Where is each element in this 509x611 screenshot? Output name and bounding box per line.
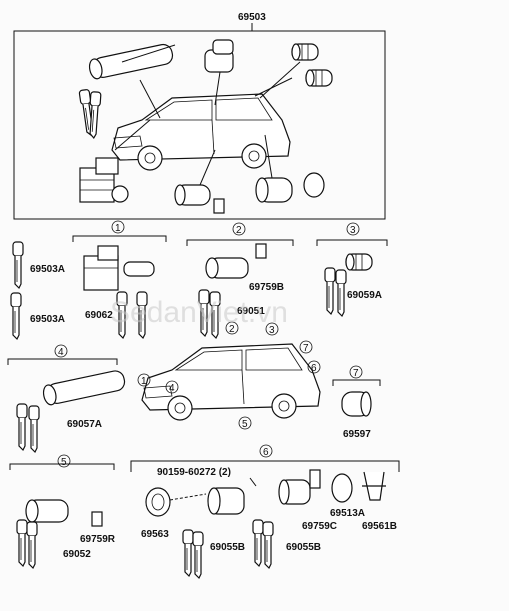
key-icon (182, 529, 194, 577)
part-label-90159-60272: 90159-60272 (2) (157, 467, 231, 478)
callout-number: 7 (353, 368, 359, 379)
key-icon (262, 521, 274, 569)
rear-lock-cylinder (25, 499, 69, 523)
callout-number: 4 (169, 383, 175, 394)
glove-box-cylinder (345, 253, 373, 271)
lock-cylinder (341, 391, 372, 417)
clip (309, 469, 321, 489)
key-icon (252, 519, 264, 567)
callout-2 (232, 222, 246, 236)
part-label-69057A: 69057A (67, 419, 102, 430)
callout-number: 6 (311, 363, 317, 374)
door-cylinder (205, 257, 249, 279)
ignition-switch (79, 157, 129, 203)
part-label-69051: 69051 (237, 306, 265, 317)
bracket (130, 460, 400, 472)
callout-6 (307, 360, 321, 374)
callout-number: 7 (303, 343, 309, 354)
part-label-69759B: 69759B (249, 282, 284, 293)
callout-7 (349, 365, 363, 379)
ignition-switch (83, 245, 155, 291)
callout-7 (299, 340, 313, 354)
part-label-69062: 69062 (85, 310, 113, 321)
door-handle-cylinder (145, 487, 171, 517)
lock-retainer (362, 471, 386, 501)
callout-3 (265, 322, 279, 336)
clip (91, 511, 103, 527)
part-label-69055B: 69055B (286, 542, 321, 553)
callout-4 (54, 344, 68, 358)
part-label-69561B: 69561B (362, 521, 397, 532)
bracket (7, 358, 118, 365)
retainer-ring (303, 172, 325, 198)
part-label-69055B: 69055B (210, 542, 245, 553)
callout-number: 3 (269, 325, 275, 336)
callout-number: 4 (58, 347, 64, 358)
part-label-69503A: 69503A (30, 314, 65, 325)
callout-number: 1 (115, 223, 121, 234)
retainer-ring (331, 473, 353, 503)
key-icon (28, 405, 40, 453)
key-icon (192, 531, 204, 579)
watermark: SedanViet.vn (110, 296, 288, 329)
callout-number: 6 (263, 447, 269, 458)
part-label-69052: 69052 (63, 549, 91, 560)
bracket (186, 239, 294, 246)
key-icon (16, 519, 28, 567)
part-label-69759C: 69759C (302, 521, 337, 532)
callout-number: 1 (141, 376, 147, 387)
callout-1 (137, 373, 151, 387)
key-icon (10, 292, 22, 340)
callout-number: 2 (229, 324, 235, 335)
tailgate-cylinder (42, 370, 126, 406)
callout-number: 3 (350, 225, 356, 236)
callout-5 (238, 416, 252, 430)
door-cylinder (207, 487, 245, 515)
callout-number: 5 (242, 419, 248, 430)
bracket (9, 463, 115, 470)
callout-number: 5 (61, 457, 67, 468)
callout-4 (165, 380, 179, 394)
part-label-69597: 69597 (343, 429, 371, 440)
door-cylinder (278, 479, 311, 505)
glove-box-cylinder (291, 43, 319, 61)
key-icon (335, 269, 347, 317)
rear-lock-cylinder (255, 177, 293, 203)
assembly-frame (13, 30, 386, 220)
part-label-69513A: 69513A (330, 508, 365, 519)
part-label-69563: 69563 (141, 529, 169, 540)
key-icon (26, 521, 38, 569)
key-icon (324, 267, 336, 315)
callout-5 (57, 454, 71, 468)
key-icon (12, 241, 24, 289)
callout-number: 2 (236, 225, 242, 236)
callout-2 (225, 321, 239, 335)
key-icon (16, 403, 28, 451)
clip (255, 243, 267, 259)
ignition-cylinder (204, 39, 234, 73)
door-lock-cylinder (88, 43, 174, 80)
callout-6 (259, 444, 273, 458)
vehicle-illustration (111, 93, 291, 171)
part-label-69759R: 69759R (80, 534, 116, 545)
tailgate-cylinder (174, 184, 225, 214)
lock-cylinder (305, 69, 333, 87)
callout-1 (111, 220, 125, 234)
callout-3 (346, 222, 360, 236)
main-assembly-label: 69503 (238, 12, 266, 23)
bracket (72, 235, 167, 242)
part-label-69503A: 69503A (30, 264, 65, 275)
bracket (332, 379, 381, 386)
bracket (316, 239, 388, 246)
part-label-69059A: 69059A (347, 290, 382, 301)
